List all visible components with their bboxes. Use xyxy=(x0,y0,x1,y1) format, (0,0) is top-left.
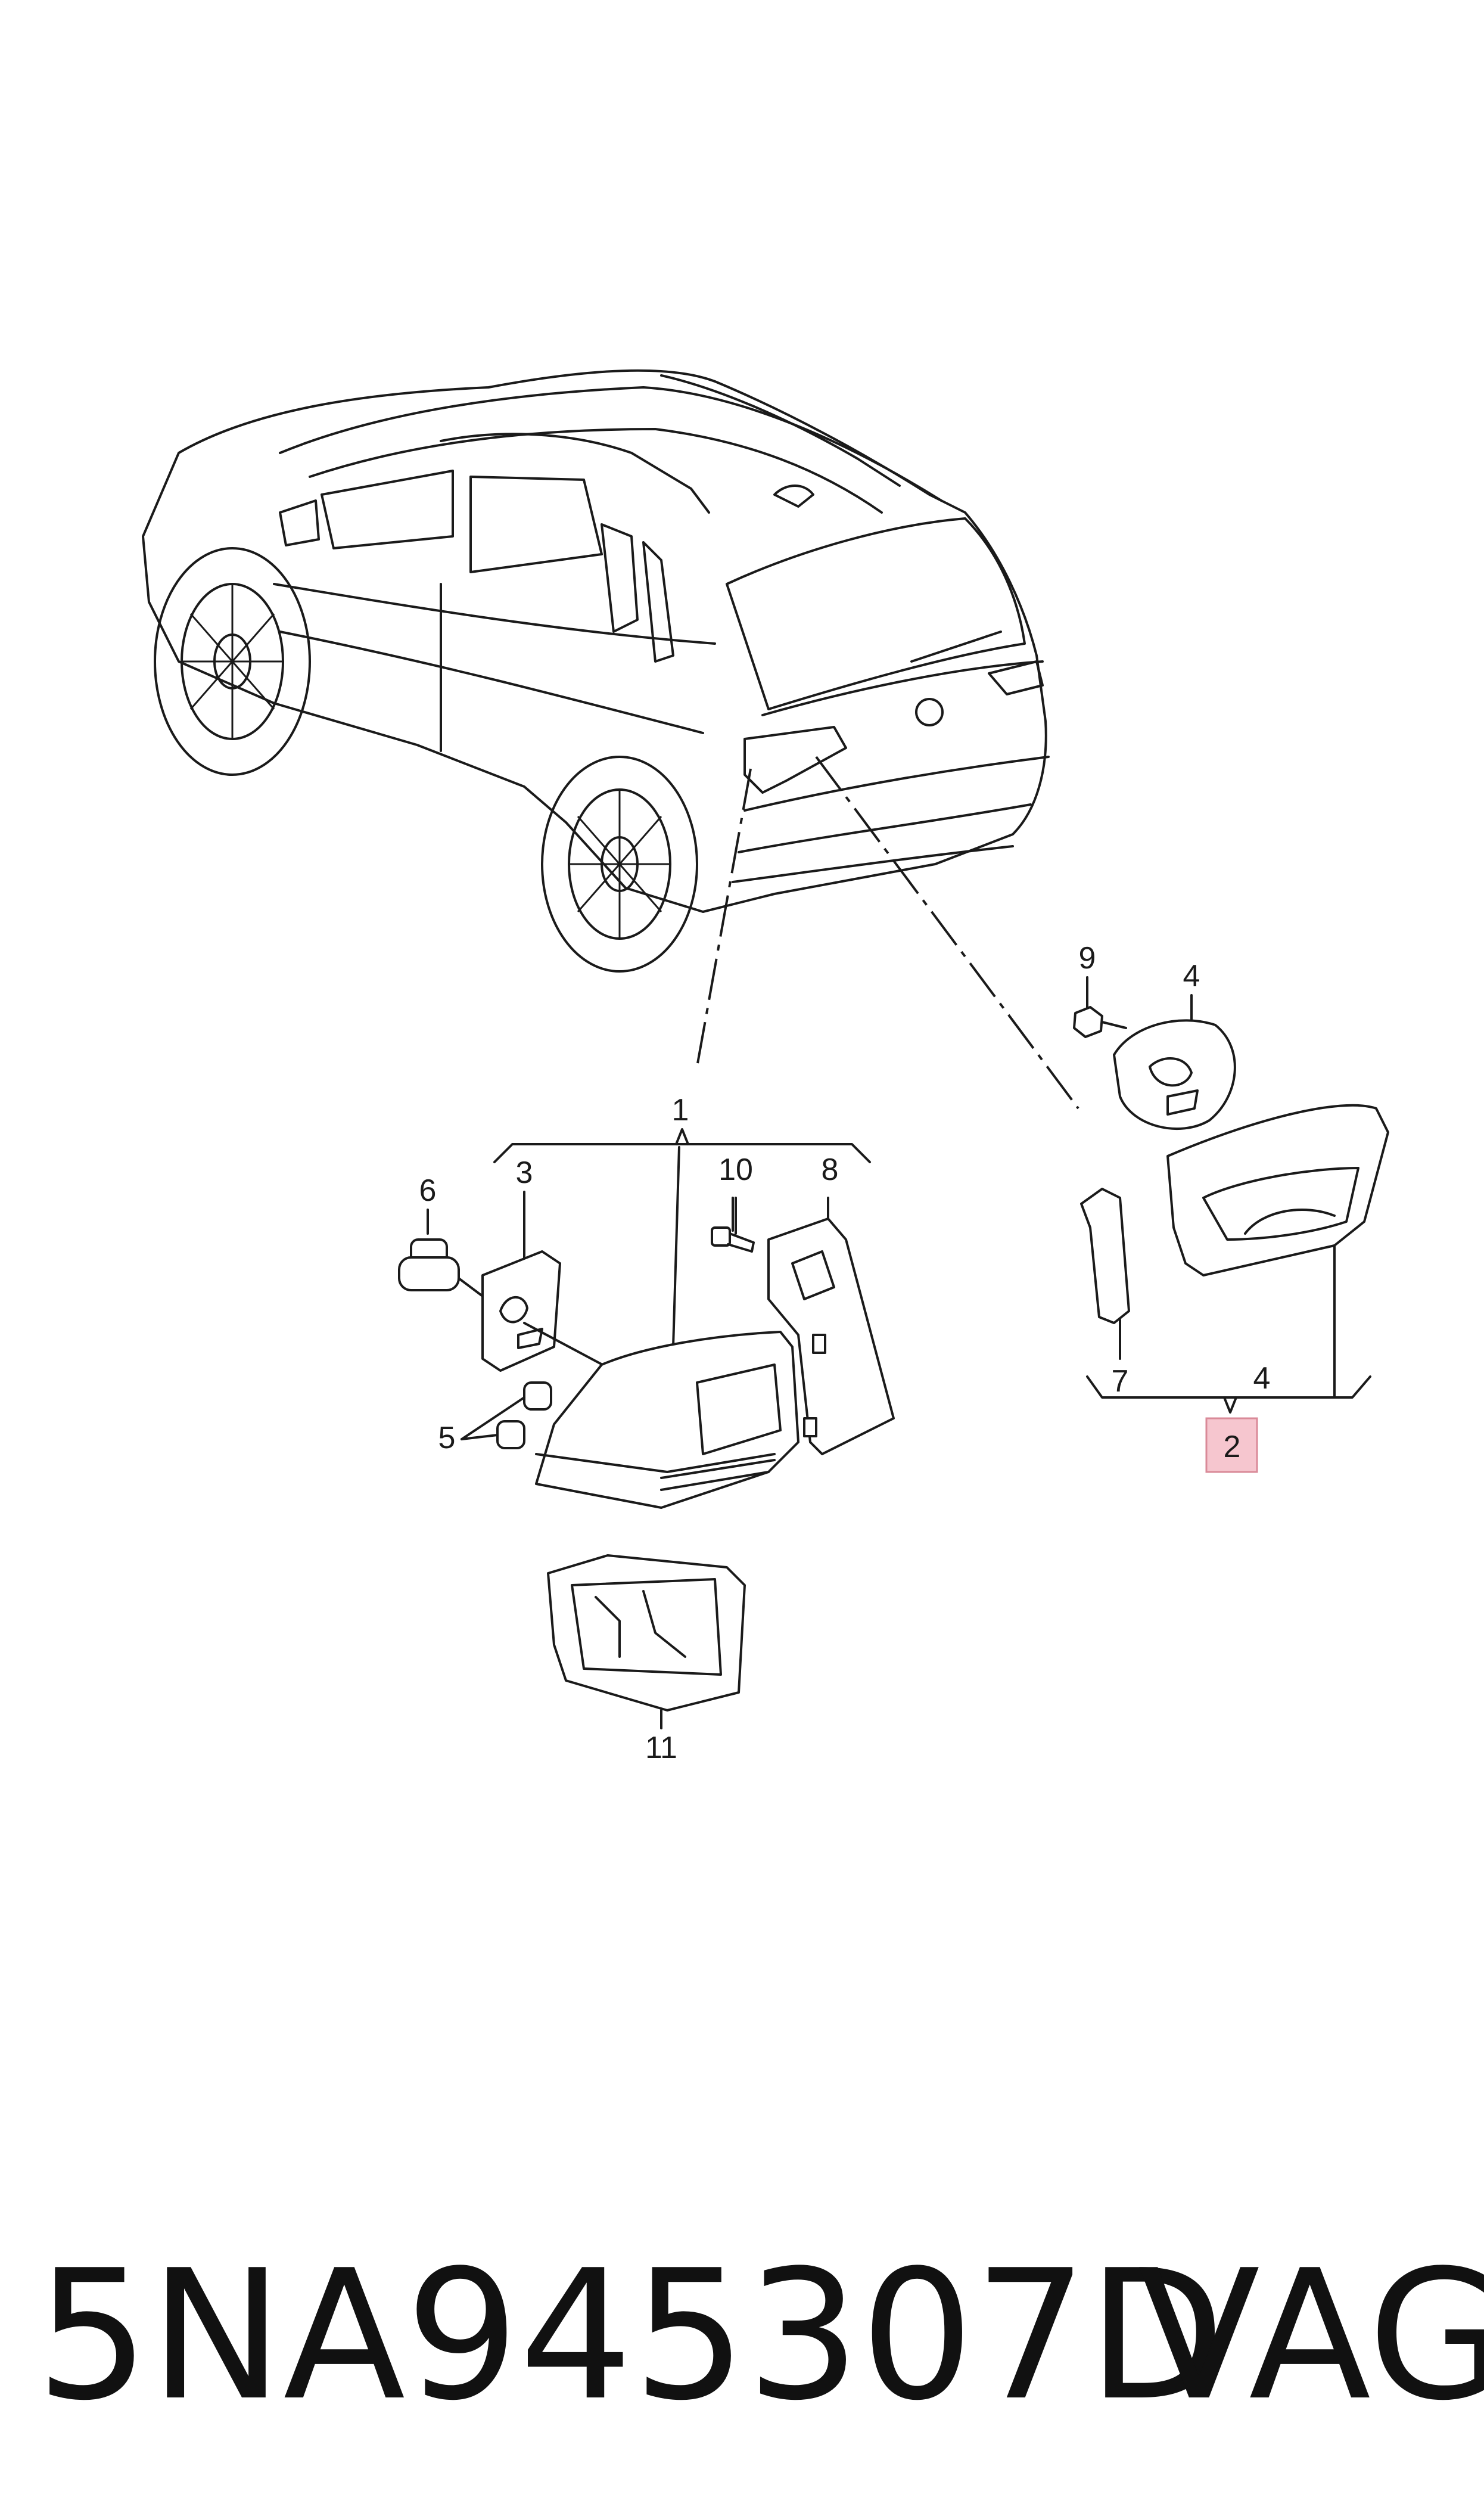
part-10-screw xyxy=(711,1197,755,1253)
callout-9: 9 xyxy=(1079,941,1096,976)
callout-7: 7 xyxy=(1112,1364,1129,1399)
part-11-bulb-carrier xyxy=(547,1554,746,1729)
footer: 5NA945307D VAG xyxy=(0,2205,1484,2467)
callout-6: 6 xyxy=(419,1173,437,1208)
part-1-tail-light xyxy=(535,1331,799,1509)
part-3-seal xyxy=(481,1250,615,1372)
bracket-1 xyxy=(493,1143,871,1163)
callout-1: 1 xyxy=(672,1093,689,1128)
callout-8: 8 xyxy=(822,1153,839,1187)
vehicle-illustration xyxy=(142,369,1050,973)
leader-line-1 xyxy=(696,768,752,1067)
part-2-inner-tail-light xyxy=(1166,1104,1389,1399)
callout-4-lower: 4 xyxy=(1253,1361,1271,1396)
part-number: 5NA945307D xyxy=(36,2232,1225,2440)
callout-3: 3 xyxy=(516,1156,533,1190)
callout-10: 10 xyxy=(718,1153,753,1187)
callout-2-highlight xyxy=(1205,1417,1258,1473)
bracket-2 xyxy=(1086,1375,1371,1399)
callout-4-upper: 4 xyxy=(1183,959,1200,993)
part-7-seal-strip xyxy=(1080,1188,1130,1360)
part-9-nut xyxy=(1073,976,1127,1038)
callout-2: 2 xyxy=(1224,1430,1241,1464)
callout-11: 11 xyxy=(645,1731,677,1765)
callout-5: 5 xyxy=(438,1421,456,1455)
part-6-bulb-holder xyxy=(398,1209,484,1297)
leader-line-2 xyxy=(815,756,1079,1110)
part-5-grommets xyxy=(461,1381,552,1449)
brand-name: VAG xyxy=(1138,2232,1484,2440)
part-8-trim xyxy=(767,1217,895,1455)
part-4-gasket-upper xyxy=(1113,994,1236,1130)
